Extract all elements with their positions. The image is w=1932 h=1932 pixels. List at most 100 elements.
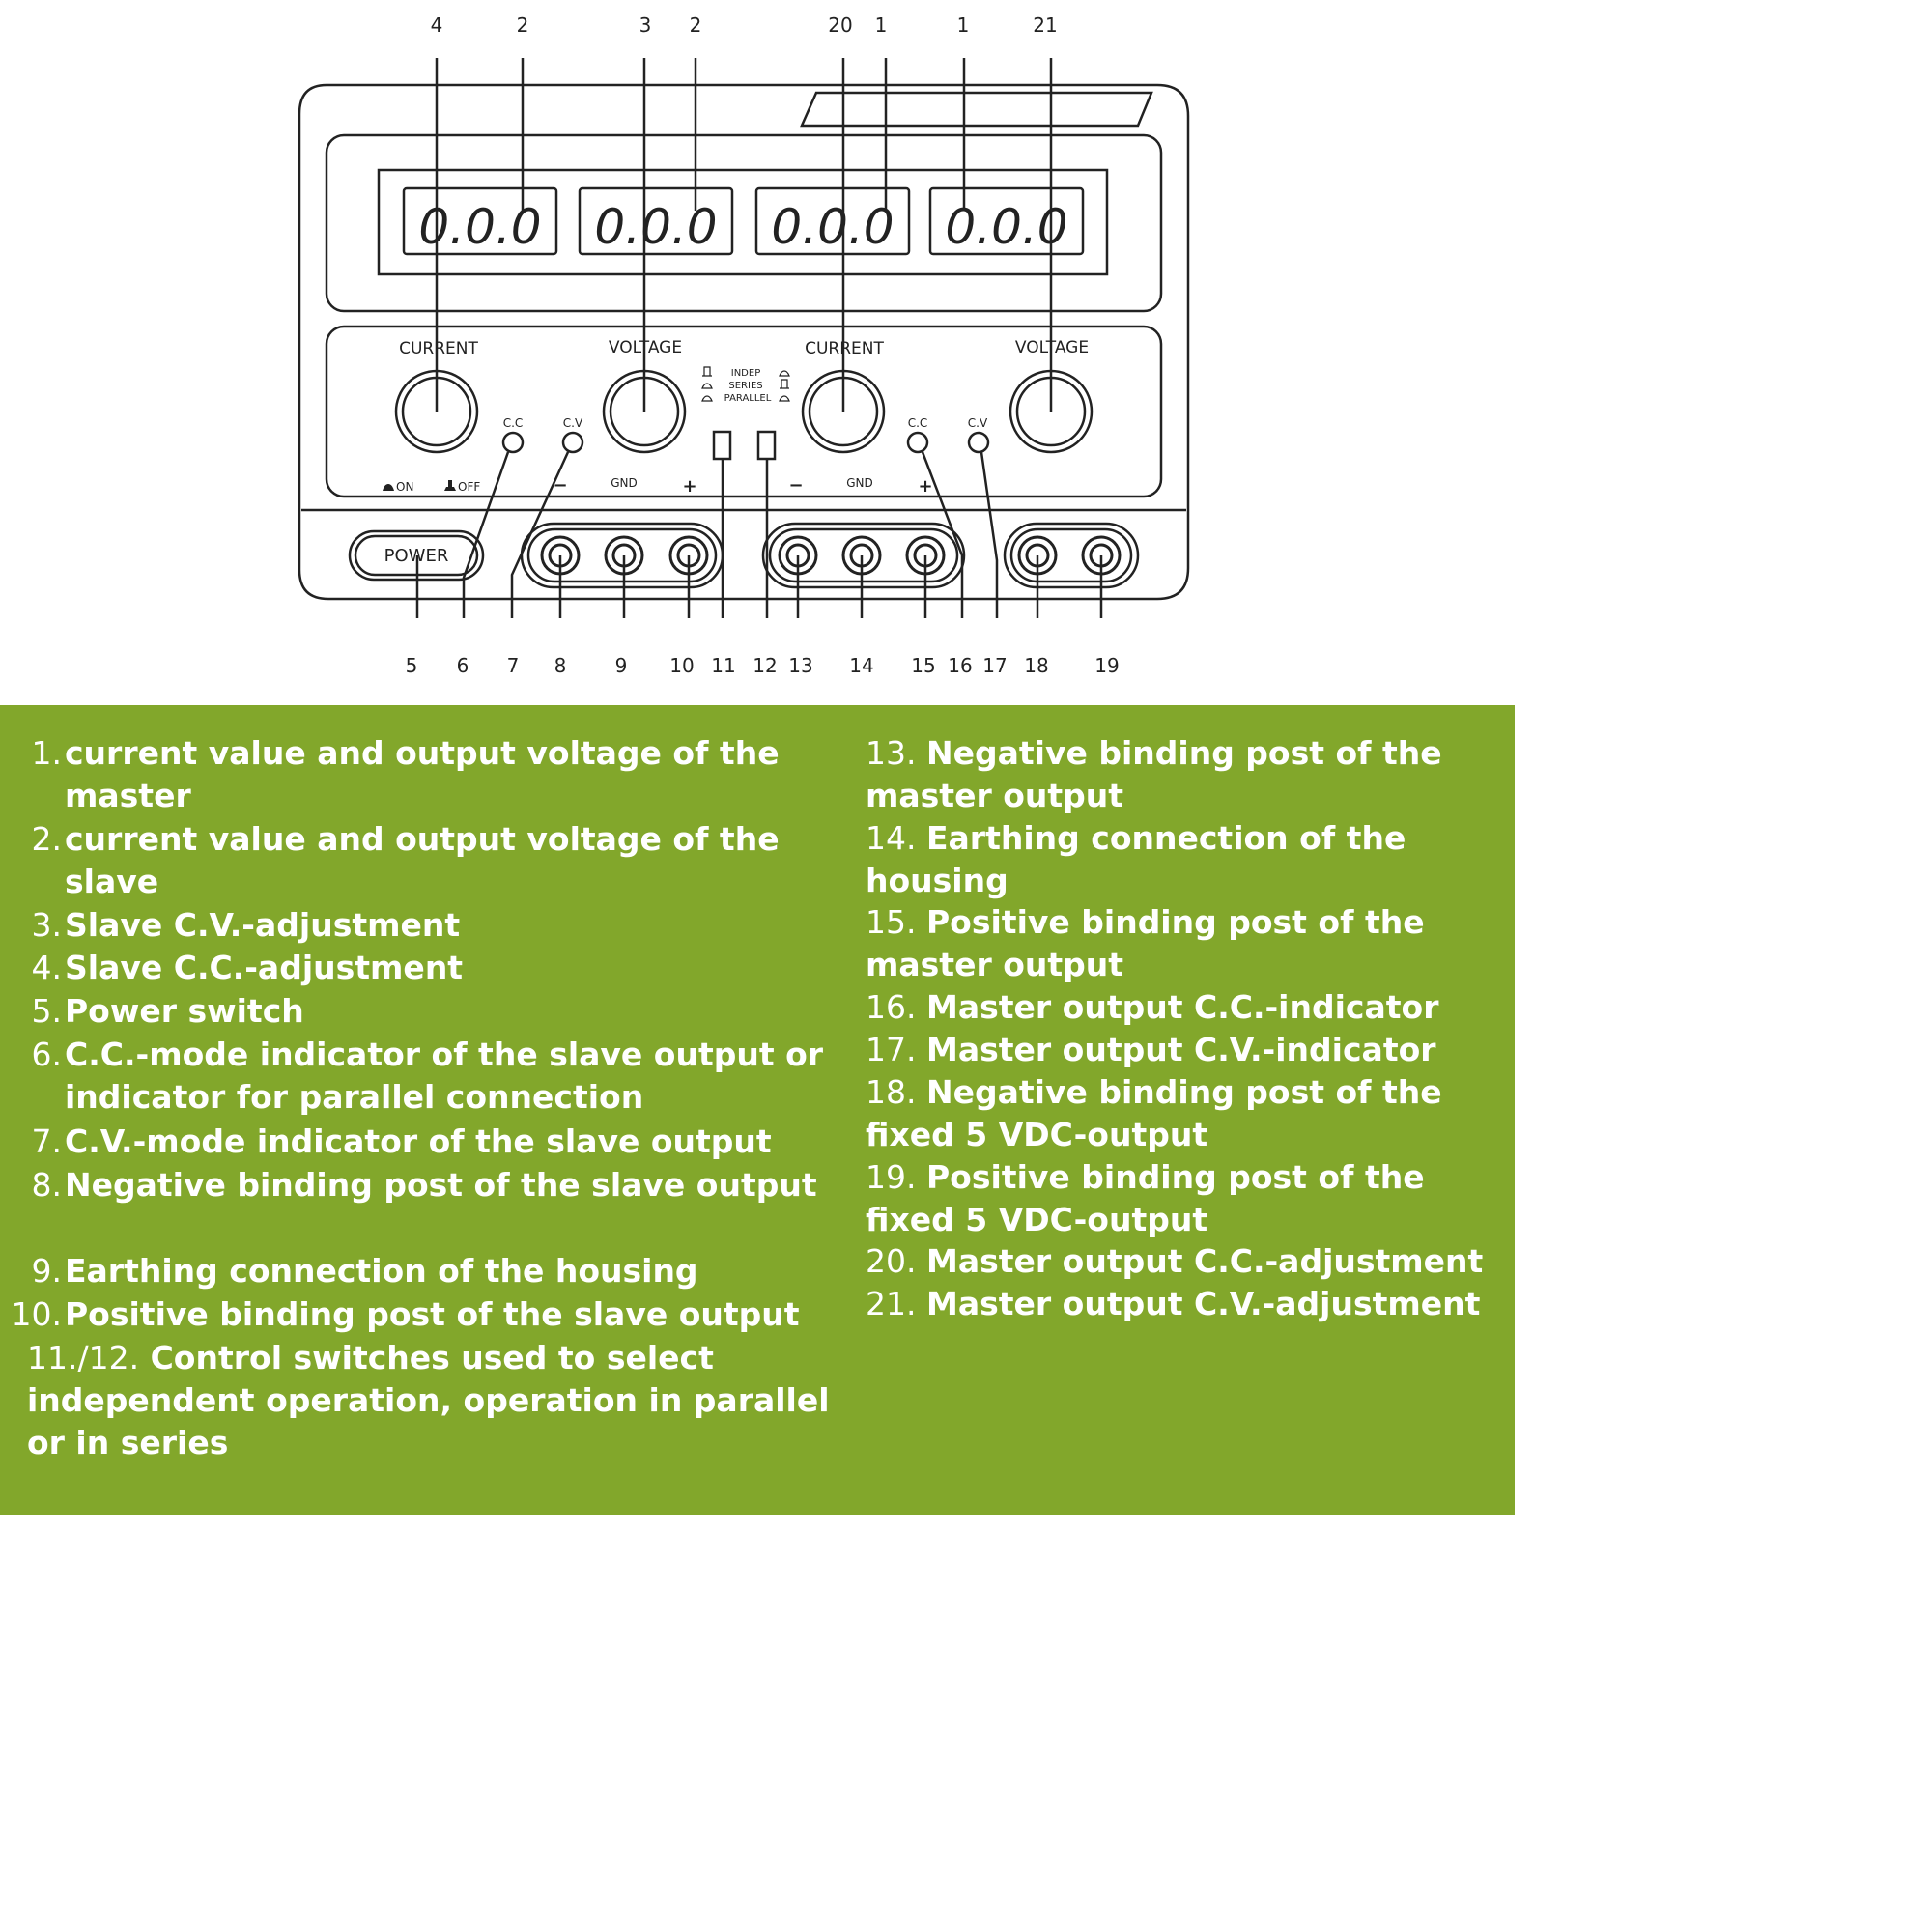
legend-number: 4.	[31, 949, 63, 986]
indicator-label-master-cv: C.V	[968, 416, 988, 430]
slave-positive-label: +	[682, 476, 696, 497]
legend-text: C.C.-mode indicator of the slave output …	[65, 1036, 824, 1116]
callout-top: 2	[517, 14, 529, 37]
display-3-frame	[754, 186, 911, 256]
power-off-label: OFF	[458, 480, 480, 494]
callout-top: 21	[1033, 14, 1057, 37]
display-1-value: 0.0.0	[418, 199, 541, 255]
display-1-frame	[402, 186, 558, 256]
legend-number: 6.	[31, 1036, 63, 1073]
legend-number: 1.	[31, 734, 63, 772]
callout-top: 1	[957, 14, 970, 37]
legend-text: Master output C.C.-adjustment	[925, 1242, 1484, 1280]
legend-item-13: 13. Negative binding post of the master …	[866, 732, 1515, 817]
legend-number: 8.	[31, 1166, 63, 1204]
legend-number: 13.	[866, 734, 917, 772]
master-positive-label: +	[918, 476, 932, 497]
display-4-frame	[928, 186, 1085, 256]
callout-bottom: 14	[849, 654, 873, 677]
master-negative-label: −	[788, 475, 803, 496]
indicator-label-slave-cv: C.V	[563, 416, 583, 430]
legend-item-10: 10. Positive binding post of the slave o…	[0, 1293, 850, 1336]
indicator-label-slave-cc: C.C	[503, 416, 524, 430]
legend-text: Slave C.V.-adjustment	[65, 906, 461, 944]
callout-bottom: 18	[1024, 654, 1048, 677]
legend-text: Master output C.C.-indicator	[925, 988, 1439, 1026]
legend-text: Power switch	[65, 992, 304, 1030]
slave-cv-indicator	[561, 431, 584, 454]
legend-text: Negative binding post of the master outp…	[866, 734, 1442, 814]
legend-item-4: 4. Slave C.C.-adjustment	[0, 947, 850, 989]
callout-bottom: 13	[788, 654, 812, 677]
callout-top: 2	[690, 14, 702, 37]
legend-text: current value and output voltage of the …	[65, 820, 780, 900]
slave-gnd-label: GND	[611, 476, 638, 490]
housing-outline	[298, 83, 1190, 601]
legend-number: 17.	[866, 1031, 917, 1068]
legend-text: Master output C.V.-adjustment	[925, 1285, 1481, 1322]
legend-text: Slave C.C.-adjustment	[65, 949, 464, 986]
callout-bottom: 17	[982, 654, 1007, 677]
callout-bottom: 6	[457, 654, 469, 677]
callout-bottom: 16	[948, 654, 972, 677]
legend-item-3: 3. Slave C.V.-adjustment	[0, 904, 850, 947]
slave-negative-label: −	[553, 475, 567, 496]
legend-item-1: 1. current value and output voltage of t…	[0, 732, 850, 817]
slave-cc-indicator	[501, 431, 525, 454]
fixed-terminal-housing	[1003, 522, 1140, 589]
legend-number: 5.	[31, 992, 63, 1030]
master-cv-indicator	[967, 431, 990, 454]
legend-text: Negative binding post of the slave outpu…	[65, 1166, 817, 1204]
master-gnd-label: GND	[846, 476, 873, 490]
slave-terminal-housing	[520, 522, 724, 589]
legend-text: current value and output voltage of the …	[65, 734, 780, 814]
legend-panel: 1. current value and output voltage of t…	[0, 705, 1515, 1515]
legend-item-18: 18. Negative binding post of the fixed 5…	[866, 1071, 1515, 1156]
legend-number: 16.	[866, 988, 917, 1026]
control-panel	[325, 325, 1163, 498]
knob-label-master-current: CURRENT	[805, 339, 884, 358]
callout-bottom: 12	[753, 654, 777, 677]
legend-item-5: 5. Power switch	[0, 990, 850, 1033]
legend-text: Positive binding post of the fixed 5 VDC…	[866, 1158, 1425, 1238]
power-on-label: ON	[396, 480, 413, 494]
legend-number: 14.	[866, 819, 917, 857]
legend-number: 18.	[866, 1073, 917, 1111]
power-off-icon	[444, 480, 456, 491]
legend-number: 15.	[866, 903, 917, 941]
legend-text: Earthing connection of the housing	[65, 1252, 698, 1290]
legend-text: C.V.-mode indicator of the slave output	[65, 1122, 772, 1160]
power-on-icon	[383, 484, 394, 491]
legend-item-14: 14. Earthing connection of the housing	[866, 817, 1515, 902]
legend-number: 21.	[866, 1285, 917, 1322]
callout-top: 1	[875, 14, 888, 37]
legend-text: Negative binding post of the fixed 5 VDC…	[866, 1073, 1442, 1153]
legend-item-7: 7. C.V.-mode indicator of the slave outp…	[0, 1121, 850, 1163]
legend-text: Positive binding post of the slave outpu…	[65, 1295, 800, 1333]
callout-bottom: 9	[615, 654, 628, 677]
legend-number: 11./12.	[27, 1339, 140, 1377]
legend-text: Control switches used to select independ…	[27, 1339, 830, 1462]
mode-label-indep: INDEP	[731, 368, 760, 379]
legend-number: 3.	[31, 906, 63, 944]
handle	[800, 91, 1153, 128]
indicator-label-master-cc: C.C	[908, 416, 928, 430]
legend-text: Master output C.V.-indicator	[925, 1031, 1436, 1068]
mode-switch-12[interactable]	[756, 430, 777, 461]
legend-item-17: 17. Master output C.V.-indicator	[866, 1029, 1515, 1071]
legend-item-21: 21. Master output C.V.-adjustment	[866, 1283, 1515, 1325]
callout-bottom: 8	[554, 654, 567, 677]
callout-top: 20	[828, 14, 852, 37]
legend-item-19: 19. Positive binding post of the fixed 5…	[866, 1156, 1515, 1241]
legend-item-20: 20. Master output C.C.-adjustment	[866, 1240, 1515, 1283]
power-supply-diagram: 0.0.0 0.0.0 0.0.0 0.0.0 CURRENT VOLTAGE …	[298, 14, 1190, 677]
display-frame	[325, 133, 1163, 313]
legend-item-11-12: 11./12. Control switches used to select …	[0, 1337, 850, 1464]
mode-switch-11[interactable]	[712, 430, 732, 461]
legend-item-8: 8. Negative binding post of the slave ou…	[0, 1164, 850, 1207]
legend-item-6: 6. C.C.-mode indicator of the slave outp…	[0, 1034, 850, 1119]
callout-bottom: 5	[406, 654, 418, 677]
callout-bottom: 19	[1094, 654, 1119, 677]
display-2-value: 0.0.0	[594, 199, 717, 255]
callout-bottom: 11	[711, 654, 735, 677]
